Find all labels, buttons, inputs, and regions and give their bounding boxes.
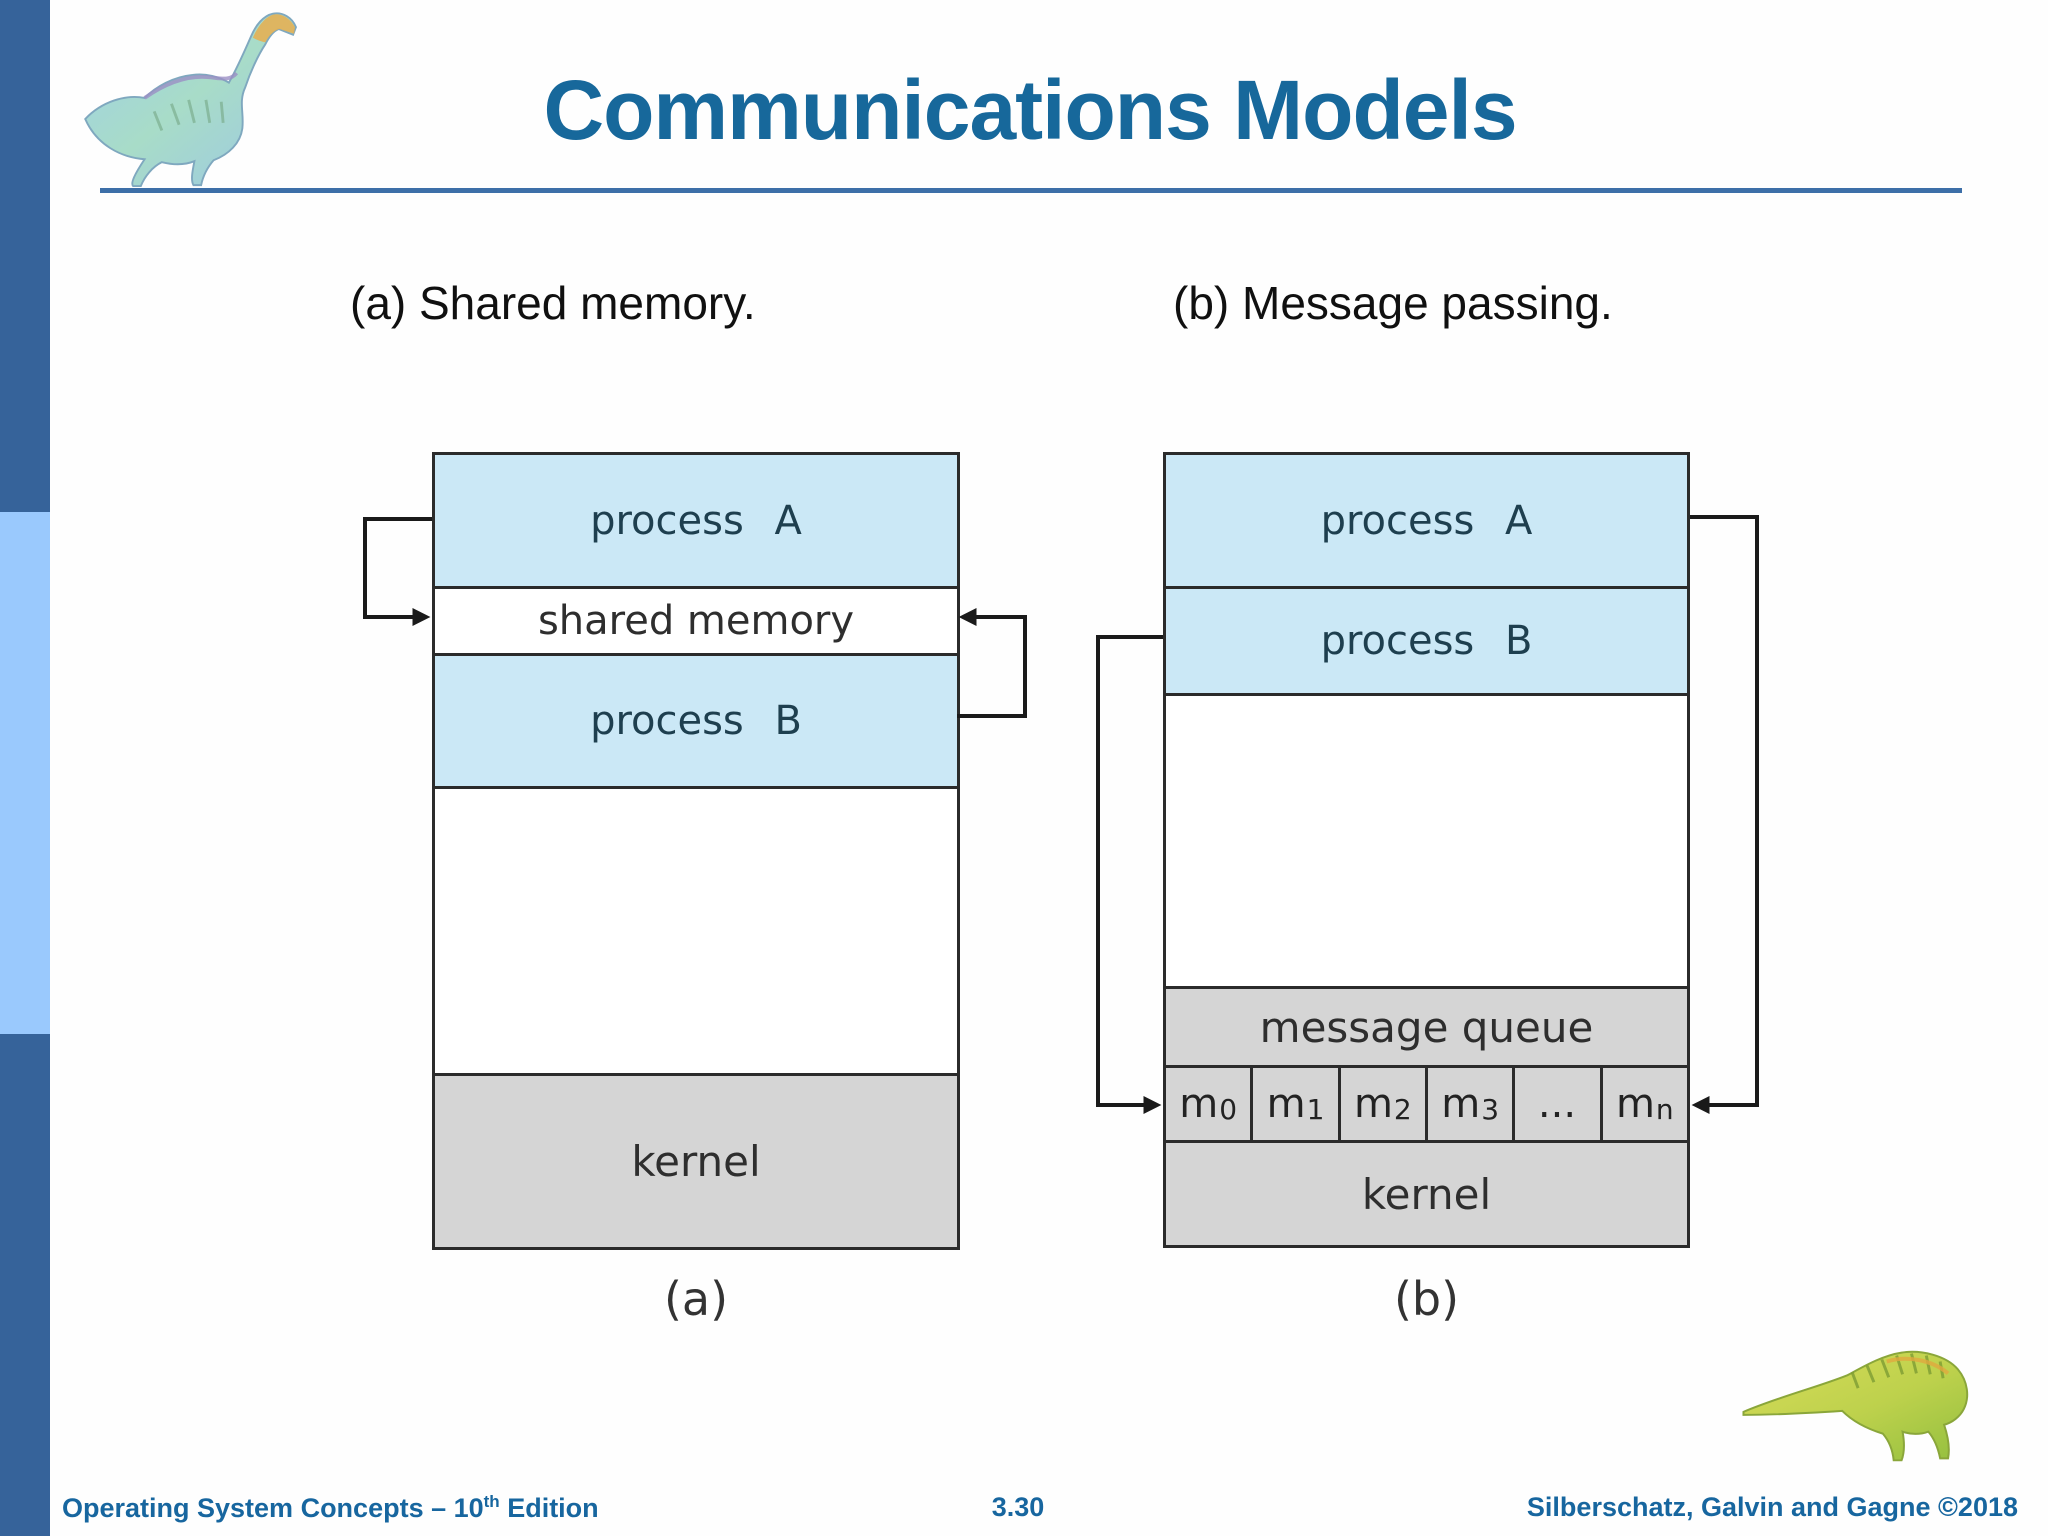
sidebar-segment-middle	[0, 512, 50, 1034]
cell-subscript: n	[1655, 1093, 1674, 1126]
diagram-b-row-message-queue: message queue	[1166, 986, 1687, 1065]
shared-memory-label: shared memory	[537, 598, 855, 644]
cell-base: m	[1266, 1081, 1306, 1127]
diagram-a-caption: (a)	[663, 1272, 729, 1326]
footer-edition-text: Edition	[499, 1493, 599, 1523]
cell-subscript: 3	[1481, 1093, 1500, 1126]
footer-book-title-text: Operating System Concepts – 10	[62, 1493, 484, 1523]
cell-base: m	[1353, 1081, 1393, 1127]
cell-subscript: 1	[1306, 1093, 1325, 1126]
cell-base: ...	[1537, 1081, 1577, 1127]
process-b-label: process B	[590, 698, 802, 744]
cell-base: m	[1179, 1081, 1219, 1127]
slide-title: Communications Models	[543, 63, 1517, 157]
dinosaur-logo-top-icon	[84, 12, 297, 188]
diagram-b-row-empty	[1166, 693, 1687, 986]
cell-subscript: 2	[1393, 1093, 1412, 1126]
footer-book-title: Operating System Concepts – 10th Edition	[62, 1492, 599, 1524]
diagram-a-row-process-a: process A	[435, 455, 957, 586]
sidebar-segment-bottom	[0, 1034, 50, 1536]
footer-authors: Silberschatz, Galvin and Gagne ©2018	[1526, 1492, 2018, 1522]
sidebar-segment-top	[0, 0, 50, 512]
diagram-a-row-shared-memory: shared memory	[435, 586, 957, 653]
footer-edition-superscript: th	[483, 1492, 500, 1511]
diagram-a-row-process-b: process B	[435, 653, 957, 786]
arrow-process-a-to-shared-memory	[363, 517, 432, 626]
process-a-label: process A	[590, 497, 802, 544]
diagram-b-row-process-a: process A	[1166, 455, 1687, 586]
arrow-process-b-to-message-queue	[1096, 635, 1163, 1114]
queue-cell-ellipsis: ...	[1512, 1068, 1600, 1140]
cell-base: m	[1441, 1081, 1481, 1127]
title-underline	[100, 188, 1962, 193]
message-queue-label: message queue	[1259, 1002, 1594, 1052]
diagram-b-row-kernel: kernel	[1166, 1140, 1687, 1245]
kernel-label: kernel	[1361, 1169, 1492, 1219]
diagram-b-row-process-b: process B	[1166, 586, 1687, 693]
arrow-process-b-to-shared-memory	[957, 608, 1027, 718]
process-a-label: process A	[1320, 497, 1533, 544]
diagram-a-box: process A shared memory process B kernel	[432, 452, 960, 1250]
process-b-label: process B	[1320, 618, 1533, 664]
diagram-a-row-empty	[435, 786, 957, 1073]
arrow-process-a-to-message-queue	[1690, 515, 1759, 1114]
diagram-b-caption: (b)	[1393, 1272, 1460, 1326]
diagram-a-row-kernel: kernel	[435, 1073, 957, 1247]
dinosaur-logo-bottom-icon	[1742, 1350, 1969, 1462]
cell-subscript: 0	[1219, 1093, 1238, 1126]
cell-base: m	[1615, 1081, 1655, 1127]
panel-label-message-passing: (b) Message passing.	[1173, 277, 1613, 329]
panel-label-shared-memory: (a) Shared memory.	[350, 277, 756, 329]
footer-slide-number: 3.30	[991, 1492, 1045, 1522]
kernel-label: kernel	[631, 1137, 761, 1186]
